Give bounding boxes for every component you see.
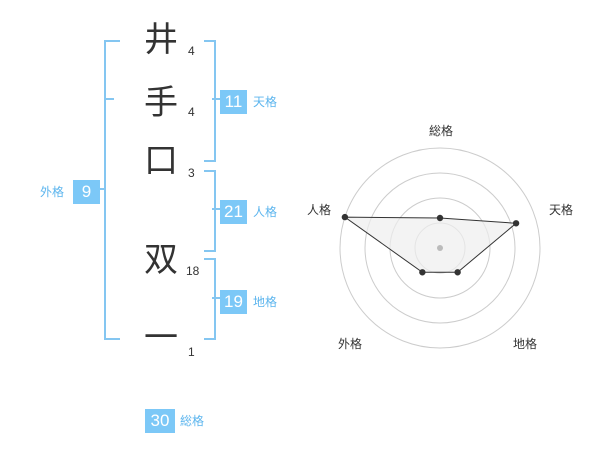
chikaku-connector	[212, 297, 220, 299]
jinkaku-badge: 21	[220, 200, 247, 224]
chikaku-bracket	[204, 258, 216, 340]
jinkaku-bracket	[204, 170, 216, 252]
radar-point-0	[436, 214, 444, 222]
name-char-4: 双	[144, 240, 178, 280]
gaikaku-bracket-inner-top	[104, 98, 114, 100]
radar-axis-label-jinkaku: 人格	[306, 203, 331, 217]
radar-point-3	[419, 269, 426, 276]
tenkaku-badge: 11	[220, 90, 247, 114]
radar-axis-label-gaikaku: 外格	[337, 337, 362, 351]
radar-center	[437, 245, 443, 251]
stroke-count-1: 4	[188, 44, 195, 58]
radar-axis-label-chikaku: 地格	[512, 337, 537, 351]
radar-area	[343, 216, 518, 273]
stroke-count-2: 4	[188, 105, 195, 119]
gaikaku-bracket	[104, 40, 120, 340]
name-char-2: 手	[144, 83, 178, 123]
jinkaku-connector	[212, 208, 220, 210]
gaikaku-badge: 9	[73, 180, 100, 204]
jinkaku-label: 人格	[253, 205, 278, 219]
stroke-count-4: 18	[186, 264, 200, 278]
radar-point-1	[512, 220, 520, 227]
radar-ring	[339, 147, 541, 349]
name-char-3: 口	[144, 141, 178, 181]
tenkaku-bracket	[204, 40, 216, 162]
radar-point-2	[454, 269, 461, 276]
tenkaku-connector	[212, 98, 220, 100]
name-char-5: 一	[144, 318, 178, 358]
radar-axis-label-soukaku: 総格	[428, 124, 453, 138]
soukaku-label: 総格	[180, 414, 205, 428]
chikaku-label: 地格	[253, 295, 278, 309]
radar-axis-label-tenkaku: 天格	[548, 203, 573, 217]
radar-point-4	[341, 213, 349, 221]
chikaku-badge: 19	[220, 290, 247, 314]
name-char-1: 井	[144, 20, 178, 60]
radar-ring	[364, 172, 516, 324]
soukaku-badge: 30	[145, 409, 175, 433]
stroke-count-3: 3	[188, 166, 195, 180]
tenkaku-label: 天格	[253, 95, 278, 109]
gaikaku-label: 外格	[40, 185, 65, 199]
stroke-count-5: 1	[188, 345, 195, 359]
gaikaku-connector	[98, 188, 106, 190]
